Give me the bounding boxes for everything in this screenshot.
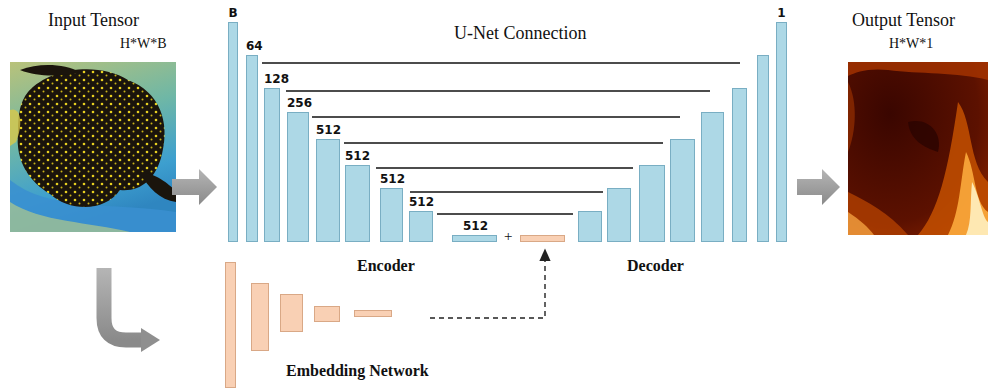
svg-rect: [758, 56, 769, 242]
svg-rect: [671, 140, 695, 242]
svg-path: [18, 69, 165, 207]
flow-arrow: [172, 169, 217, 205]
bar-rect: [776, 22, 787, 242]
layer-bar: 1: [776, 6, 787, 242]
embedding-vector: [521, 236, 565, 242]
bar-rect: [452, 235, 497, 242]
svg-path: [918, 102, 988, 235]
svg-rect: [226, 263, 236, 388]
svg-path: [140, 172, 176, 202]
output-image: [848, 62, 988, 235]
layer-bar: 256: [287, 96, 313, 242]
bar-rect: [345, 165, 370, 242]
channel-count: 64: [246, 39, 263, 53]
svg-rect: [640, 166, 665, 242]
channel-count: B: [228, 6, 238, 20]
decoder-bars: [579, 56, 769, 242]
text-label: +: [504, 228, 512, 245]
svg-line: [437, 213, 573, 215]
input-image: [10, 62, 176, 232]
svg-rect: [848, 62, 988, 235]
svg-rect: [733, 89, 747, 242]
channel-count: 512: [409, 195, 435, 209]
svg-rect: [315, 307, 340, 322]
embedding-arrow: [430, 254, 545, 318]
svg-line: [376, 167, 633, 169]
layer-bar: 512: [316, 123, 342, 242]
channel-count: 512: [345, 149, 371, 163]
text-label: Input Tensor: [48, 10, 139, 31]
layer-bar: 512: [345, 149, 371, 242]
layer-bar: 512: [380, 172, 406, 242]
svg-rect: [579, 212, 602, 242]
svg-path: [10, 109, 20, 146]
channel-count: 128: [264, 72, 290, 86]
svg-rect: [608, 189, 631, 242]
section-label: Encoder: [357, 257, 415, 275]
channel-count: 256: [287, 96, 313, 110]
bar-rect: [287, 112, 309, 242]
bar-rect: [246, 55, 258, 242]
channel-count: 512: [380, 172, 406, 186]
channel-count: 1: [776, 6, 787, 20]
channel-count: 512: [316, 123, 342, 137]
svg-line: [286, 90, 710, 92]
branch-arrow-head: [141, 328, 160, 352]
section-label: Embedding Network: [286, 362, 429, 380]
layer-bar: 512: [409, 195, 435, 242]
svg-path: [966, 182, 988, 235]
text-label: H*W*B: [120, 36, 167, 52]
svg-line: [312, 116, 680, 118]
svg-line: [344, 142, 663, 144]
text-label: Output Tensor: [852, 10, 955, 31]
svg-rect: [355, 311, 392, 317]
channel-count: 512: [452, 219, 497, 233]
svg-path: [848, 62, 988, 80]
svg-path: [948, 152, 988, 235]
section-label: Decoder: [627, 257, 684, 275]
svg-path: [10, 202, 130, 232]
svg-line: [410, 191, 603, 193]
bar-rect: [264, 88, 280, 242]
text-label: H*W*1: [889, 36, 933, 52]
layer-bar: 512: [452, 219, 497, 242]
svg-rect: [10, 62, 176, 232]
branch-arrow: [104, 268, 142, 340]
svg-path: [848, 82, 855, 152]
svg-rect: [281, 295, 303, 332]
svg-path: [908, 121, 939, 152]
layer-bar: B: [228, 6, 238, 242]
flow-arrow: [797, 169, 840, 205]
svg-rect: [252, 284, 269, 351]
svg-path: [848, 212, 874, 235]
svg-rect: [702, 113, 724, 242]
text-label: U-Net Connection: [454, 23, 586, 44]
svg-line: [262, 62, 740, 64]
bar-rect: [409, 211, 433, 242]
svg-path: [20, 65, 80, 76]
bar-rect: [316, 139, 340, 242]
bar-rect: [380, 188, 403, 242]
bar-rect: [228, 22, 238, 242]
svg-path: [848, 192, 908, 235]
layer-bar: 64: [246, 39, 263, 242]
